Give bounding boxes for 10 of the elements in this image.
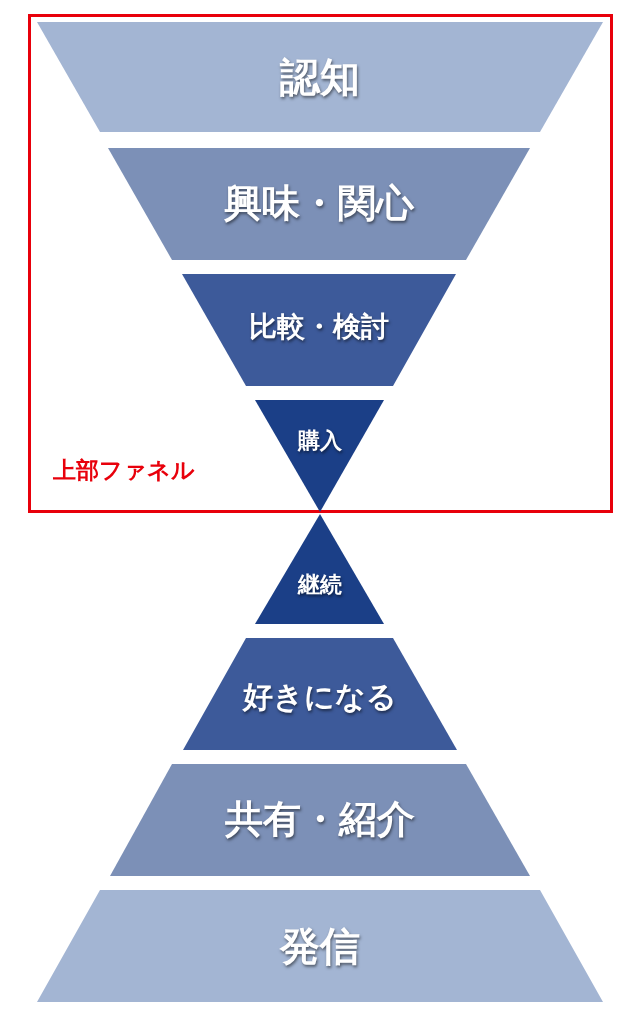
segment-label: 発信 <box>278 923 361 969</box>
frame-label: 上部ファネル <box>53 456 195 485</box>
segment-label: 購入 <box>296 427 343 453</box>
segment-label: 比較・検討 <box>248 310 390 343</box>
segment-label: 興味・関心 <box>223 182 416 226</box>
highlight-frame <box>28 14 613 513</box>
segment-label: 継続 <box>296 571 343 598</box>
segment-label: 好きになる <box>241 680 398 715</box>
segment-label: 共有・紹介 <box>224 798 416 842</box>
segment-label: 認知 <box>278 54 361 100</box>
